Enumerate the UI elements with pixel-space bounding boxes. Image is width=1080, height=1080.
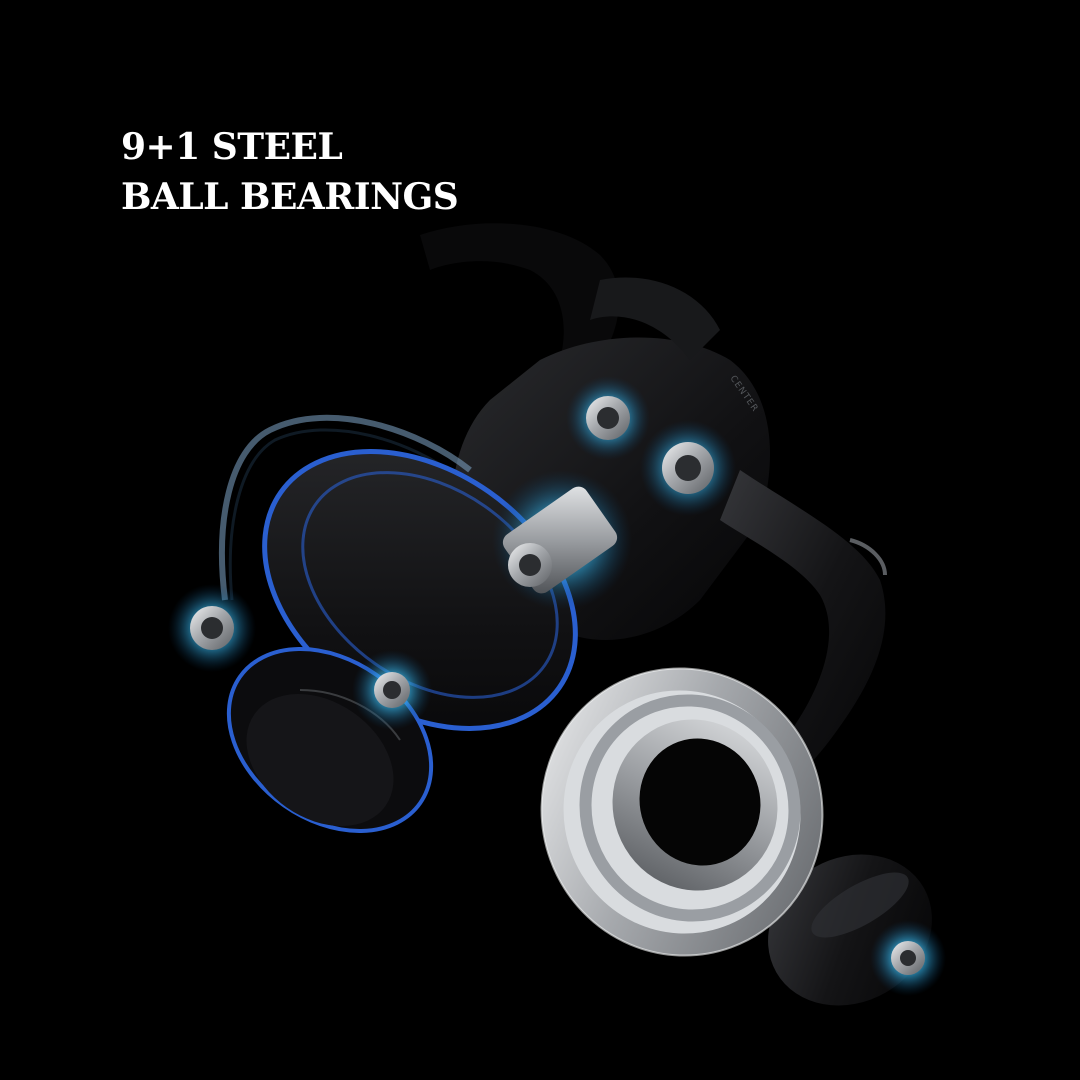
handle-arm <box>700 470 887 840</box>
headline-line-1: 9+1 STEEL <box>121 126 343 168</box>
bearing-glow-3 <box>492 470 632 610</box>
bearing-glow-5 <box>352 650 432 730</box>
headline-line-2: BALL BEARINGS <box>121 176 459 218</box>
headline: 9+1 STEEL BALL BEARINGS <box>121 122 459 222</box>
bearing-glow-4 <box>168 584 256 672</box>
large-bearing <box>540 667 824 957</box>
small-bearings <box>168 376 946 996</box>
reel-foot <box>420 223 619 360</box>
bearing-glow-2 <box>640 420 736 516</box>
bail-wire <box>219 414 472 601</box>
bearing-glow-1 <box>566 376 650 460</box>
bearing-glow-6 <box>870 920 946 996</box>
